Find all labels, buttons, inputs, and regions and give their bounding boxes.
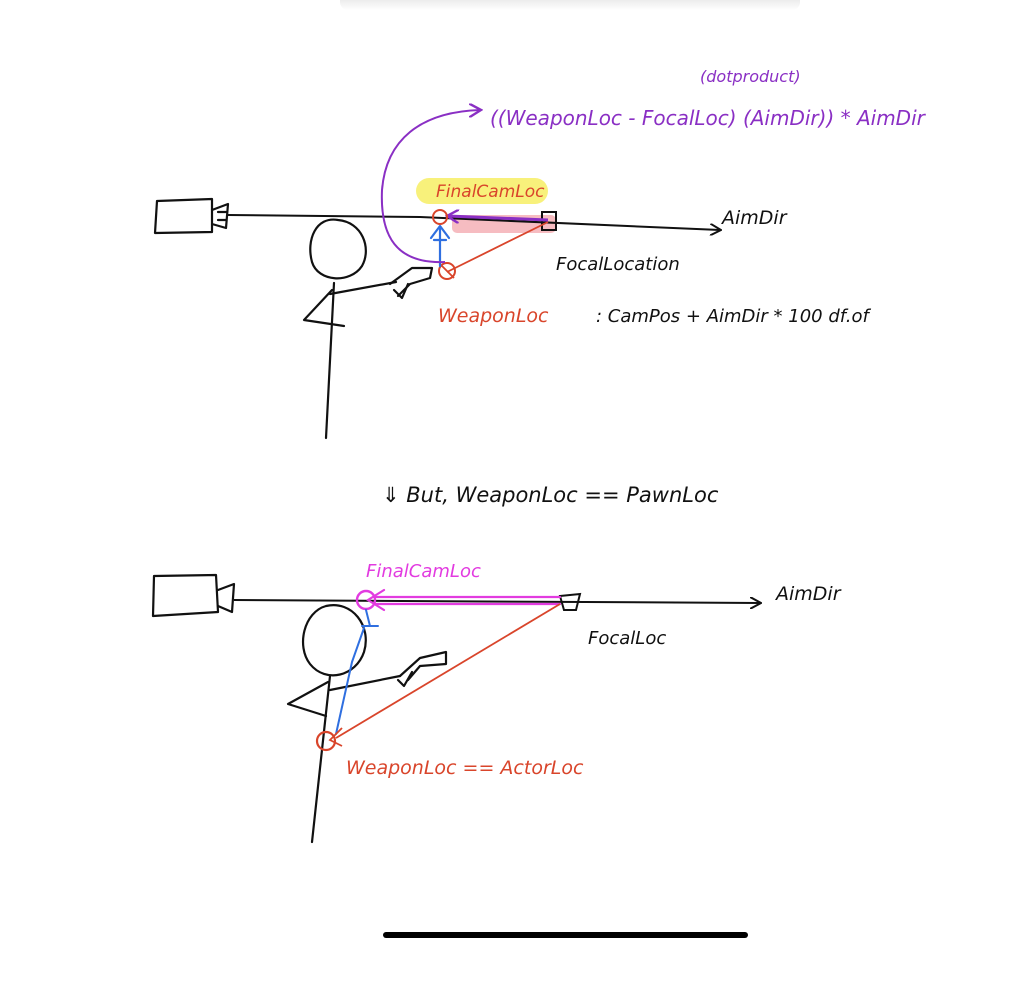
aim-dir-label-top: AimDir <box>720 207 788 229</box>
projection-line-bottom <box>365 588 562 612</box>
final-cam-loc-point <box>432 209 448 225</box>
top-edge-shadow <box>340 0 800 10</box>
focal-loc-label: FocalLoc <box>588 628 666 649</box>
weapon-loc-label-top: WeaponLoc <box>438 305 549 327</box>
final-cam-highlight <box>416 178 548 204</box>
camera-icon-bottom <box>151 573 236 618</box>
aim-dir-arrow-top <box>227 214 720 230</box>
weapon-to-focal-vector-bottom <box>335 603 561 739</box>
weapon-loc-tick <box>440 264 455 279</box>
focal-location-equation: : CamPos + AimDir * 100 df.of <box>596 306 872 327</box>
weapon-to-focal-vector <box>446 221 549 273</box>
home-indicator[interactable] <box>383 932 748 938</box>
aim-dir-label-bottom: AimDir <box>774 583 842 605</box>
final-cam-label-bottom: FinalCamLoc <box>366 561 481 582</box>
camera-icon-top <box>153 197 230 235</box>
transition-text: ⇓ But, WeaponLoc == PawnLoc <box>382 483 719 507</box>
focal-loc-marker <box>558 592 582 611</box>
formula-text: ((WeaponLoc - FocalLoc) (AimDir)) * AimD… <box>490 106 927 130</box>
focal-location-label: FocalLocation <box>556 254 680 275</box>
stick-figure-bottom <box>286 604 448 844</box>
projection-arrow <box>448 216 549 220</box>
bottom-diagram: FinalCamLoc AimDir FocalLoc WeaponLoc ==… <box>151 561 842 844</box>
top-diagram: (dotproduct) ((WeaponLoc - FocalLoc) (Ai… <box>153 67 927 440</box>
weapon-loc-arrowhead <box>328 727 343 747</box>
blue-offset-arrow-top <box>429 224 451 268</box>
weapon-loc-label-bottom: WeaponLoc == ActorLoc <box>346 757 584 779</box>
formula-note: (dotproduct) <box>700 67 801 86</box>
aim-dir-arrow-bottom <box>233 600 760 603</box>
final-cam-label-top: FinalCamLoc <box>436 182 545 202</box>
weapon-loc-point <box>438 262 456 280</box>
curved-arrow-to-formula <box>380 110 480 264</box>
weapon-loc-point-bottom <box>315 730 337 752</box>
stick-figure-top <box>302 218 434 440</box>
blue-offset-path-bottom <box>335 609 379 735</box>
